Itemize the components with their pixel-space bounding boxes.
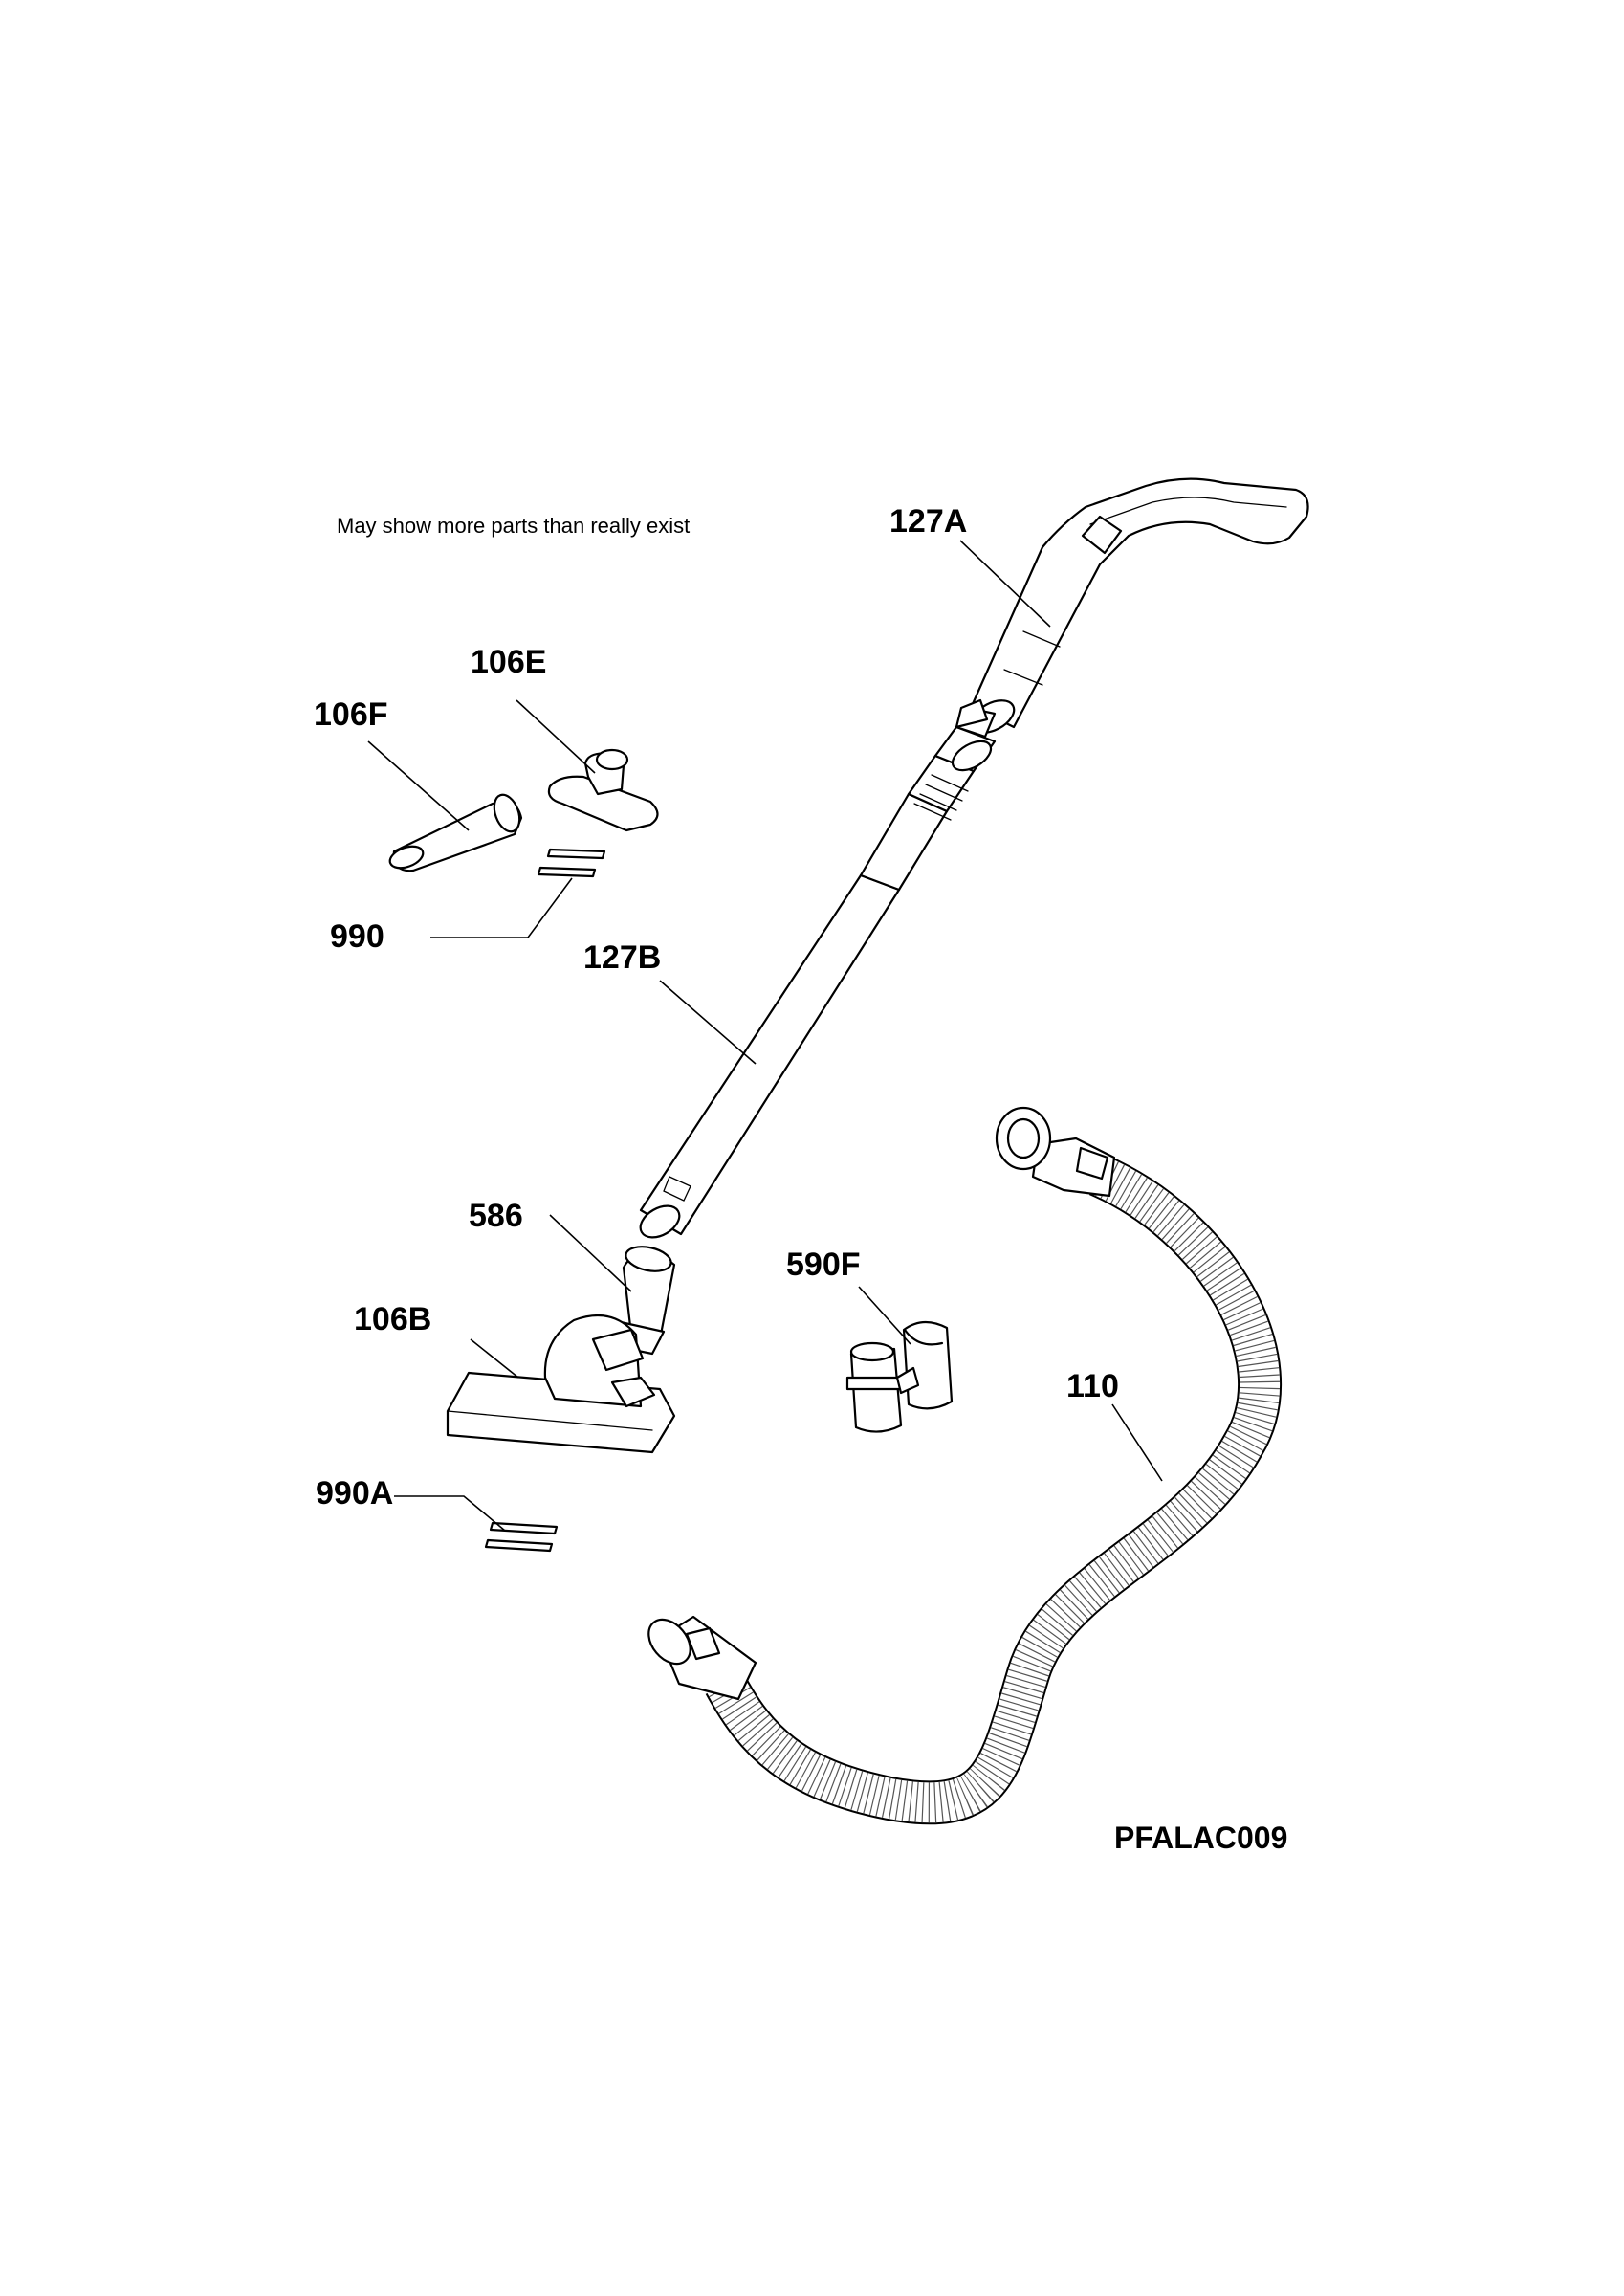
leader-106F <box>367 740 470 831</box>
part-127A-handle <box>970 477 1309 734</box>
part-990-strips <box>537 848 606 878</box>
leader-127A <box>959 540 1051 628</box>
leader-990A <box>394 1495 506 1532</box>
leader-106E <box>516 699 596 774</box>
leader-127B <box>659 980 757 1065</box>
part-106E-upholstery-nozzle <box>547 748 659 832</box>
label-127A: 127A <box>889 503 967 540</box>
part-106B-floor-nozzle <box>446 1314 676 1454</box>
label-106E: 106E <box>471 644 546 680</box>
diagram-code: PFALAC009 <box>1114 1821 1287 1855</box>
leader-110 <box>1111 1403 1163 1482</box>
part-106F-crevice-nozzle <box>388 793 523 872</box>
label-106B: 106B <box>354 1301 431 1337</box>
part-110-hose <box>647 1106 1282 1825</box>
leader-590F <box>858 1286 911 1345</box>
leader-106B <box>470 1338 519 1379</box>
part-990A-strips <box>484 1521 559 1553</box>
leader-990 <box>430 877 573 938</box>
part-590F-adapters <box>845 1320 954 1433</box>
label-106F: 106F <box>314 696 388 733</box>
part-127B-telescopic-tube <box>639 698 997 1239</box>
disclaimer-note: May show more parts than really exist <box>337 514 690 538</box>
leader-586 <box>549 1214 632 1292</box>
label-586: 586 <box>469 1198 523 1234</box>
label-590F: 590F <box>786 1247 861 1283</box>
label-110: 110 <box>1066 1368 1119 1404</box>
label-990: 990 <box>330 918 384 955</box>
label-990A: 990A <box>316 1475 393 1512</box>
label-127B: 127B <box>583 939 661 976</box>
